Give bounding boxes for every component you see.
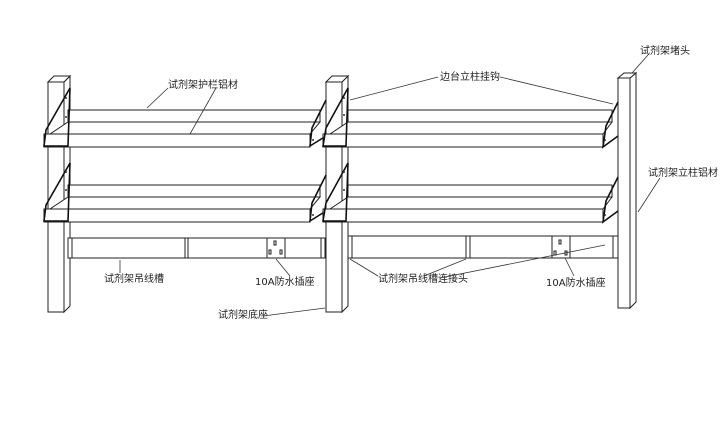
label-trough: 试剂架吊线槽 [104,272,164,285]
cable-trough-left [67,237,327,259]
label-endcap: 试剂架堵头 [640,44,690,57]
label-post: 试剂架立柱铝材 [648,166,718,179]
left-post [46,74,72,314]
right-post [616,71,638,310]
label-trough-connector: 试剂架吊线槽连接头 [378,272,468,285]
label-socket-right: 10A防水插座 [546,276,606,289]
label-hook: 边台立柱挂钩 [440,70,500,83]
shelf-right-bottom [322,162,619,224]
cable-trough-right [347,235,619,259]
leader-lines [119,54,661,317]
shelf-left-bottom [43,162,327,223]
label-socket-left: 10A防水插座 [255,275,315,288]
middle-post [324,74,350,314]
shelf-right-top [322,87,619,149]
label-guardrail: 试剂架护栏铝材 [168,78,238,91]
label-base: 试剂架底座 [218,308,268,321]
shelf-left-top [43,87,327,148]
